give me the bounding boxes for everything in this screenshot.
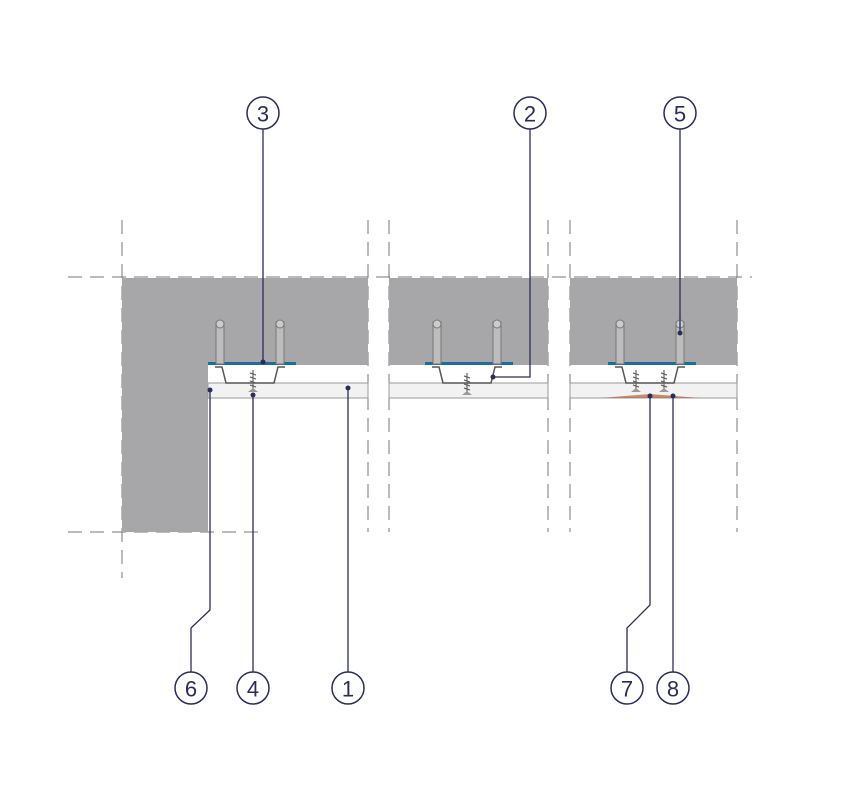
svg-text:4: 4 (247, 677, 259, 702)
callout-7: 7 (610, 671, 644, 705)
callout-3: 3 (246, 96, 280, 130)
profiles (208, 319, 696, 396)
callout-4: 4 (236, 671, 270, 705)
leader-lines (190, 129, 681, 672)
svg-text:1: 1 (342, 677, 354, 702)
svg-text:7: 7 (621, 677, 633, 702)
callout-6: 6 (174, 671, 208, 705)
svg-text:6: 6 (185, 677, 197, 702)
callout-8: 8 (656, 671, 690, 705)
callout-5: 5 (663, 96, 697, 130)
svg-text:8: 8 (667, 677, 679, 702)
callout-1: 1 (331, 671, 365, 705)
svg-text:3: 3 (257, 102, 269, 127)
callout-2: 2 (513, 96, 547, 130)
leader-dots (207, 330, 683, 399)
svg-text:2: 2 (524, 102, 536, 127)
concrete-slab (122, 278, 737, 532)
svg-text:5: 5 (674, 102, 686, 127)
